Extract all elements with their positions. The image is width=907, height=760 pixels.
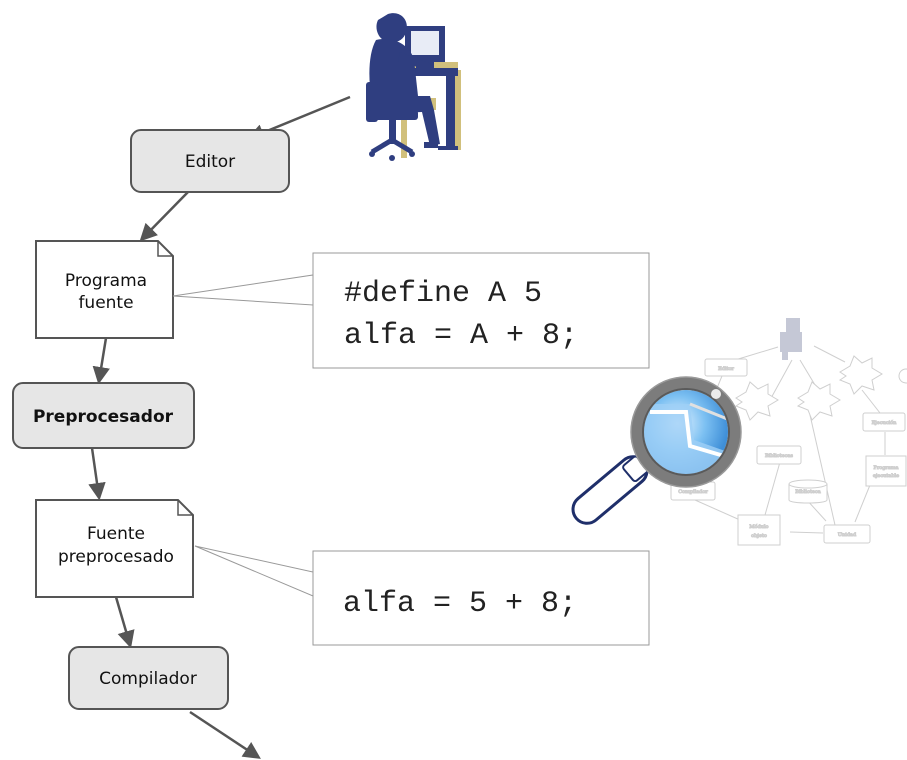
source-program-document: Programa fuente [35, 240, 174, 339]
thumb-label-unidad: Unidad [838, 532, 857, 538]
source-program-label-line1: Programa [65, 271, 147, 291]
source-program-label-line2: fuente [78, 293, 133, 313]
thumb-label-objeto: objeto [751, 533, 767, 539]
arrow-source-to-preprocessor [92, 337, 110, 385]
preprocessor-node: Preprocesador [12, 382, 195, 449]
magnifying-glass-icon [571, 376, 742, 525]
preprocessed-label-line2: preprocesado [58, 547, 174, 567]
thumb-label-editor: Editor [718, 366, 734, 372]
preprocessed-source-document: Fuente preprocesado [35, 499, 194, 598]
thumb-label-ejecucion: Ejecución [872, 419, 898, 426]
arrow-editor-to-source [139, 191, 189, 242]
preprocessed-code-callout: alfa = 5 + 8; [194, 545, 650, 646]
editor-label: Editor [185, 152, 235, 172]
thumb-label-ejecutable: ejecutable [873, 473, 899, 479]
thumb-label-programa: Programa [873, 465, 898, 471]
thumb-label-compilador: Compilador [678, 489, 708, 495]
thumb-label-biblioteca: Biblioteca [795, 489, 820, 495]
programmer-at-computer-icon [366, 13, 461, 161]
thumb-label-bibliotecas: Bibliotecas [765, 453, 793, 459]
source-code-callout: #define A 5 alfa = A + 8; [172, 252, 650, 369]
source-code-line1: #define A 5 [344, 277, 542, 311]
arrow-preprocessor-to-preprocessed [88, 447, 106, 501]
flow-connectors [88, 95, 351, 759]
overview-thumbnail: Editor Bibliotecas Biblioteca Ejecución … [670, 318, 907, 546]
mini-person-icon [780, 318, 802, 360]
preprocessor-label: Preprocesador [33, 407, 174, 427]
compiler-label: Compilador [99, 669, 197, 689]
preprocessed-label-line1: Fuente [87, 524, 145, 544]
editor-node: Editor [130, 129, 290, 193]
preprocessed-code-line1: alfa = 5 + 8; [343, 587, 577, 621]
arrow-preprocessed-to-compiler [114, 596, 135, 649]
compiler-node: Compilador [68, 646, 229, 710]
arrow-compiler-to-next [189, 710, 261, 759]
source-code-line2: alfa = A + 8; [344, 319, 578, 353]
thumb-label-modulo: Módulo [749, 523, 768, 530]
